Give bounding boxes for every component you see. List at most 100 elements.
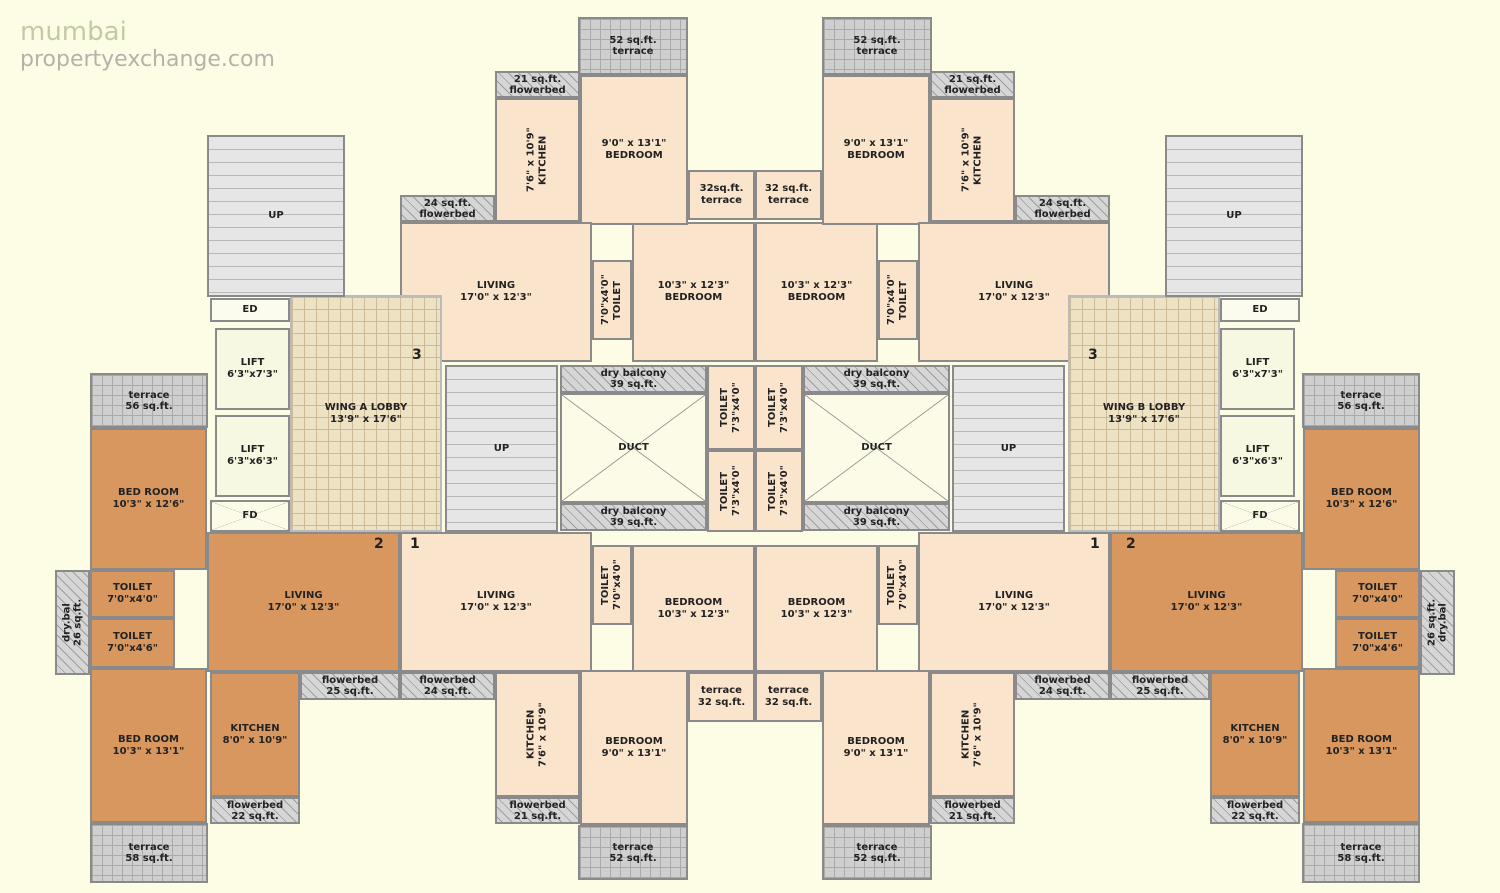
left-bed-3a: 10'3" x 12'3"BEDROOM [632, 222, 755, 362]
right-flower-24t-name: 24 sq.ft. [1038, 197, 1087, 209]
left-drybal-26-name: dry.bal [61, 603, 73, 642]
right-stair-top: UP [1165, 135, 1303, 297]
right-terrace-52b-size: 52 sq.ft. [853, 852, 901, 864]
left-lobby-name: WING A LOBBY [324, 401, 408, 413]
left-ed-name: ED [242, 304, 258, 315]
left-toilet-1-name: TOILET [600, 565, 611, 605]
right-toilet-2a-name: TOILET [1357, 582, 1398, 593]
right-ctoilet-top-name: TOILET [767, 387, 778, 428]
left-terrace-58-size: 58 sq.ft. [125, 853, 173, 864]
right-flower-24t: 24 sq.ft.flowerbed [1015, 195, 1110, 222]
left-living-1-size: 17'0" x 12'3" [460, 602, 532, 613]
right-drybal-top-size: 39 sq.ft. [852, 379, 901, 390]
right-toilet-2b-name: TOILET [1357, 631, 1398, 642]
left-toilet-2a-name: TOILET [112, 582, 153, 593]
left-flower-25-size: 25 sq.ft. [326, 686, 374, 697]
right-bed-1a-size: 10'3" x 12'3" [780, 608, 853, 620]
right-kitchen-2-name: KITCHEN [1230, 722, 1280, 734]
right-kitchen-3-size: KITCHEN [972, 135, 984, 185]
right-flower-21b-size: 21 sq.ft. [948, 810, 997, 822]
right-living-1-name: LIVING [994, 590, 1034, 601]
left-terrace-52t-size: terrace [612, 46, 654, 57]
left-lift2-name: LIFT [240, 444, 265, 455]
left-terrace-58-name: terrace [128, 842, 170, 853]
right-bed-3a-name: 10'3" x 12'3" [780, 280, 853, 291]
right-kitchen-2-size: 8'0" x 10'9" [1222, 734, 1288, 746]
left-kitchen-1-size: 7'6" x 10'9" [537, 702, 549, 767]
right-toilet-3: 7'0"x4'0"TOILET [878, 260, 918, 340]
right-bed-1b-name: BEDROOM [847, 735, 905, 747]
right-flower-21t-size: flowerbed [944, 84, 1001, 96]
right-kitchen-1-size: 7'6" x 10'9" [972, 702, 984, 767]
right-ctoilet-top-size: 7'3"x4'0" [779, 382, 790, 433]
right-drybal-26-name: 26 sq.ft. [1426, 598, 1438, 647]
right-lift1-size: 6'3"x7'3" [1232, 369, 1283, 380]
left-drybal-bot-name: dry balcony [600, 506, 667, 517]
left-bed-2b-size: 10'3" x 13'1" [112, 745, 185, 757]
right-fd-name: FD [1252, 510, 1268, 521]
right-bed-3b-name: 9'0" x 13'1" [843, 138, 909, 149]
right-flower-21b-name: flowerbed [944, 799, 1001, 811]
left-terrace-52b-name: terrace [612, 841, 654, 853]
left-ctoilet-top-size: 7'3"x4'0" [731, 382, 742, 433]
left-stair-top: UP [207, 135, 345, 297]
left-lift1-size: 6'3"x7'3" [227, 369, 278, 380]
right-drybal-bot-name: dry balcony [843, 506, 910, 517]
right-flower-24b-size: 24 sq.ft. [1038, 686, 1087, 697]
right-flower-25-size: 25 sq.ft. [1136, 686, 1184, 697]
left-bed-1b-name: BEDROOM [605, 735, 663, 747]
left-stair-center: UP [445, 365, 558, 532]
watermark-line2: propertyexchange.com [20, 47, 275, 72]
left-drybal-top-name: dry balcony [600, 368, 667, 379]
left-flower-21t: 21 sq.ft.flowerbed [495, 71, 580, 98]
left-bed-3b-size: BEDROOM [605, 150, 663, 161]
left-unit-number-1: 1 [410, 536, 420, 552]
left-drybal-top-size: 39 sq.ft. [609, 379, 658, 390]
right-lift1-name: LIFT [1245, 357, 1270, 368]
right-drybal-26-size: dry.bal [1437, 603, 1449, 642]
right-drybal-bot-size: 39 sq.ft. [852, 517, 901, 528]
right-bed-3b: 9'0" x 13'1"BEDROOM [822, 75, 930, 225]
left-flower-22-name: flowerbed [226, 799, 284, 811]
left-terrace-32t-size: terrace [701, 195, 742, 206]
right-lift2-size: 6'3"x6'3" [1232, 456, 1283, 467]
right-terrace-32b-size: 32 sq.ft. [764, 697, 813, 708]
left-kitchen-3-name: 7'6" x 10'9" [525, 127, 537, 193]
left-toilet-3-name: 7'0"x4'0" [600, 274, 611, 326]
left-bed-2a-name: BED ROOM [118, 487, 179, 498]
right-terrace-52b-name: terrace [856, 841, 898, 853]
right-bed-3a: 10'3" x 12'3"BEDROOM [755, 222, 878, 362]
left-terrace-52b-size: 52 sq.ft. [609, 852, 657, 864]
right-ctoilet-bot-name: TOILET [767, 471, 778, 511]
right-terrace-32t-size: terrace [768, 195, 809, 206]
left-bed-1a-size: 10'3" x 12'3" [657, 608, 730, 620]
left-toilet-1-size: 7'0"x4'0" [612, 559, 623, 611]
left-bed-3b-name: 9'0" x 13'1" [601, 138, 667, 149]
left-flower-24t-name: 24 sq.ft. [423, 197, 472, 209]
right-flower-21t: 21 sq.ft.flowerbed [930, 71, 1015, 98]
left-bed-3a-name: 10'3" x 12'3" [657, 280, 730, 291]
